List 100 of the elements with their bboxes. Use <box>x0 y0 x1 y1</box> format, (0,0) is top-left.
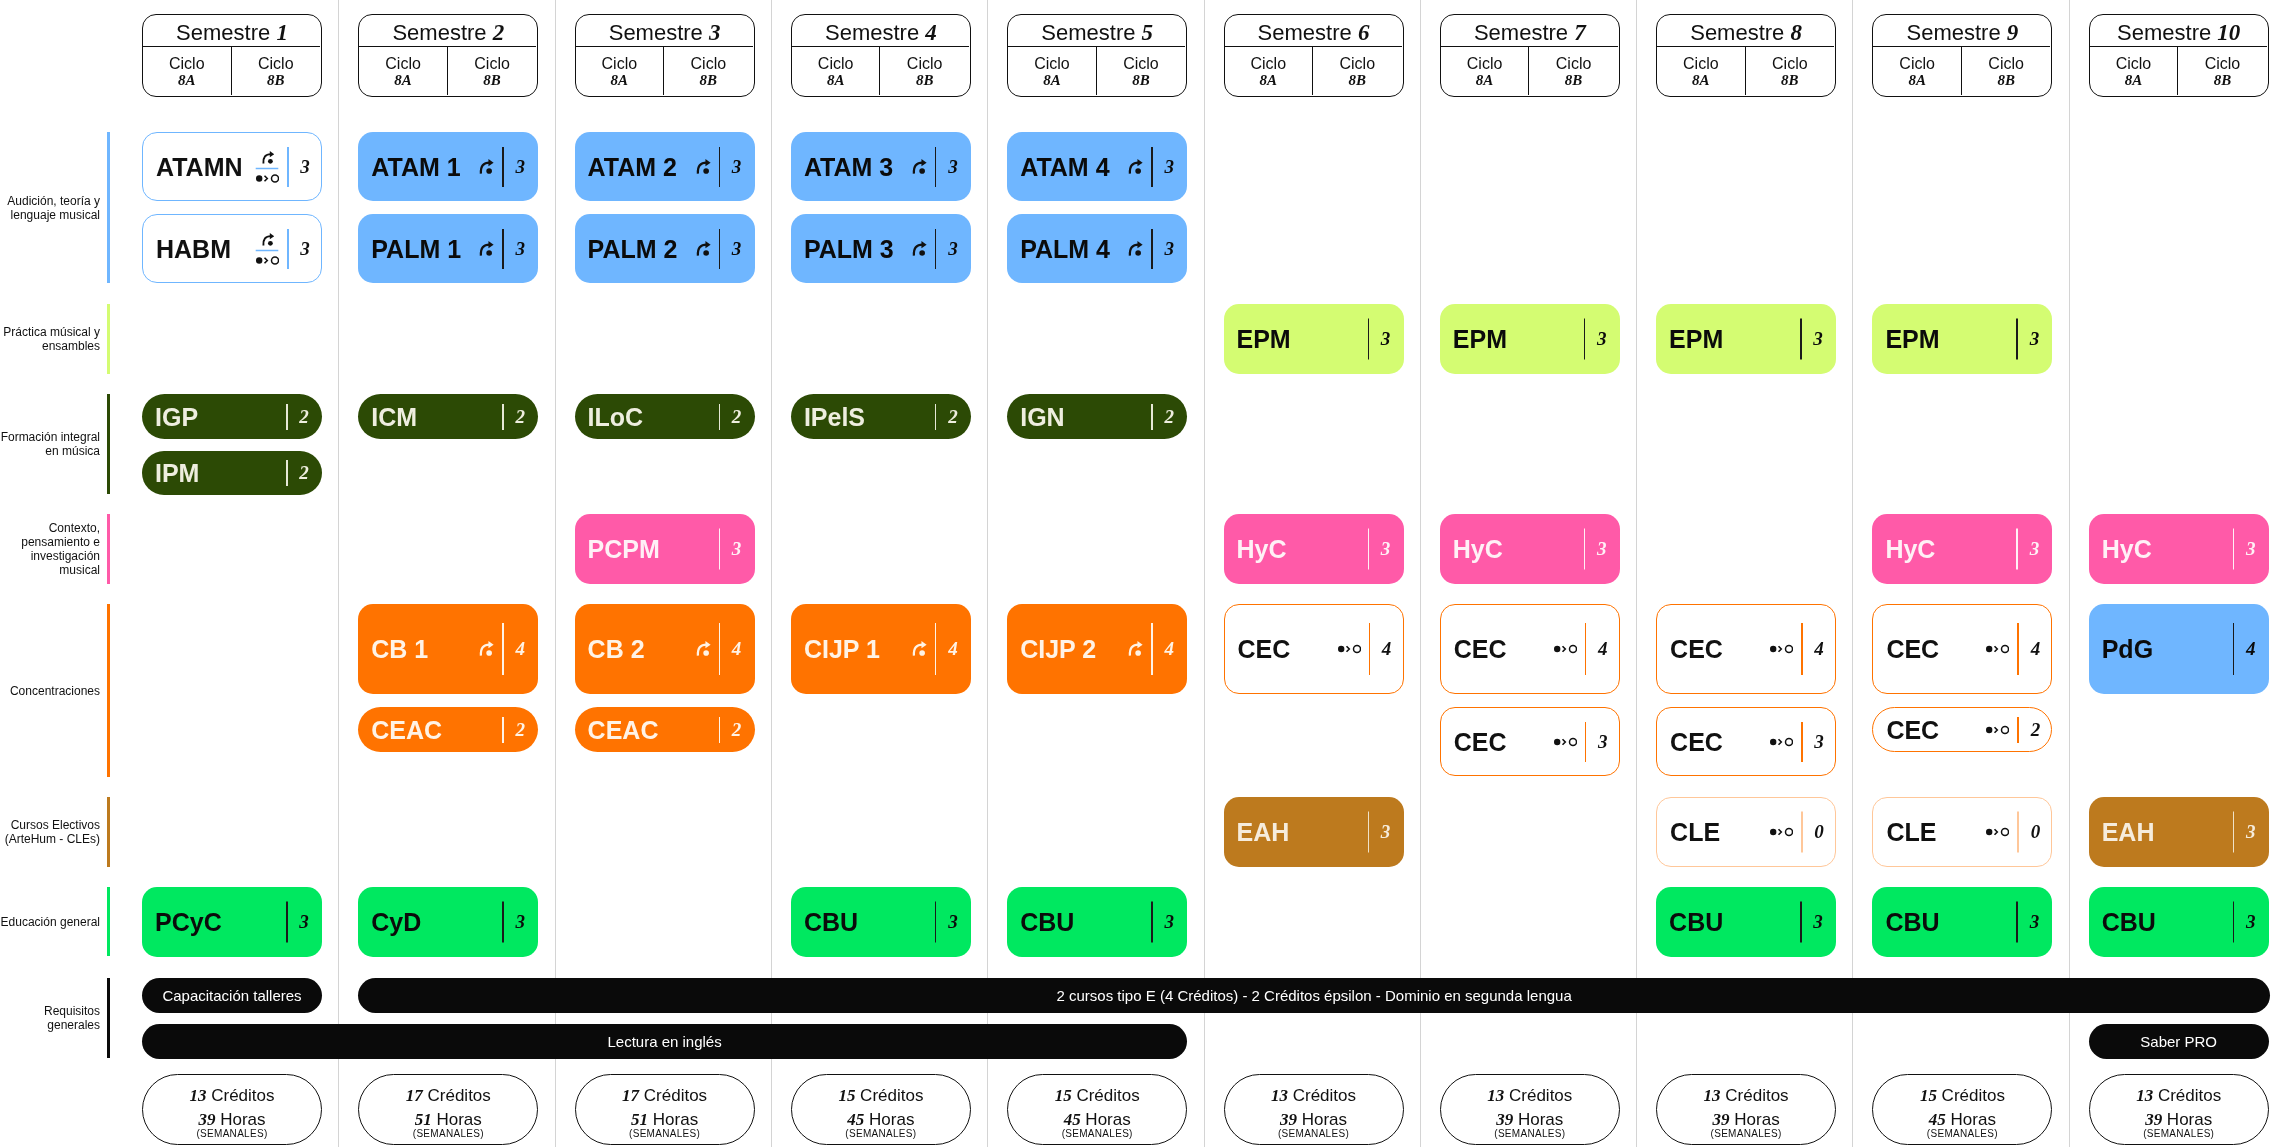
hours-text: 45 Horas <box>1928 1109 1996 1129</box>
semester-title: Semestre 10 <box>2117 21 2241 45</box>
course-card <box>574 604 755 694</box>
cycle-cell: Ciclo 8B <box>1961 46 2051 95</box>
cycle-cell: Ciclo 8B <box>1529 46 1618 95</box>
credits-text: 13 Créditos <box>1271 1085 1356 1105</box>
course-code: PCPM <box>587 535 660 563</box>
course-card <box>1007 887 1188 957</box>
semester-header <box>574 14 755 97</box>
course-card <box>142 214 322 283</box>
course-card <box>2088 514 2269 584</box>
course-code: ILoC <box>587 402 644 431</box>
credit-number: 4 <box>515 639 526 659</box>
course-code: ATAM 1 <box>371 152 461 181</box>
cycle-cell: Ciclo 8B <box>231 46 320 95</box>
cycle-cell: Ciclo 8A <box>359 46 448 95</box>
course-code: CB 2 <box>587 635 645 663</box>
credit-number: 3 <box>731 238 742 259</box>
course-card <box>1872 887 2053 957</box>
course-code: CBU <box>1020 908 1075 936</box>
course-code: EPM <box>1669 325 1724 353</box>
credit-number: 3 <box>1597 539 1607 559</box>
category-label: Audición, teoría y lenguaje musical <box>6 193 100 222</box>
course-code: CEC <box>1886 635 1940 663</box>
weekly-note: (SEMANALES) <box>1710 1127 1782 1139</box>
cycle-cell: Ciclo 8B <box>447 46 537 95</box>
credit-number: 3 <box>300 156 310 177</box>
cycle-cell: Ciclo 8A <box>1224 46 1313 95</box>
course-code: CEC <box>1886 715 1940 744</box>
credit-number: 0 <box>2030 822 2041 842</box>
course-card <box>1223 604 1404 694</box>
course-code: CLE <box>1886 818 1937 846</box>
credit-number: 3 <box>1164 912 1174 932</box>
course-card <box>1439 604 1620 694</box>
course-card <box>790 604 971 694</box>
course-code: EAH <box>1236 818 1290 846</box>
cycle-cell: Ciclo 8A <box>2089 46 2179 95</box>
credit-number: 4 <box>1814 639 1824 659</box>
course-card <box>1872 604 2053 694</box>
credits-text: 13 Créditos <box>1703 1085 1789 1105</box>
requirement-bar: Capacitación talleres <box>142 978 322 1013</box>
hours-text: 39 Horas <box>1496 1109 1564 1129</box>
course-card <box>2088 797 2269 867</box>
credit-number: 3 <box>948 238 958 259</box>
course-code: ICM <box>371 402 418 431</box>
course-code: CEC <box>1670 727 1723 756</box>
credit-number: 3 <box>731 539 742 559</box>
course-code: ATAM 4 <box>1020 152 1110 181</box>
semester-header <box>1872 14 2053 97</box>
credit-number: 4 <box>948 639 958 659</box>
hours-text: 39 Horas <box>2145 1109 2213 1129</box>
cycle-cell: Ciclo 8B <box>2178 46 2267 95</box>
hours-text: 45 Horas <box>847 1109 915 1129</box>
course-code: IGN <box>1020 402 1065 431</box>
credits-text: 13 Créditos <box>1487 1085 1573 1105</box>
course-card <box>358 707 539 752</box>
weekly-note: (SEMANALES) <box>412 1127 484 1139</box>
course-code: EPM <box>1885 325 1940 353</box>
course-code: PALM 4 <box>1020 234 1110 263</box>
credits-text: 15 Créditos <box>1054 1085 1140 1105</box>
course-code: CBU <box>1885 908 1940 936</box>
semester-header <box>358 14 539 97</box>
semester-title: Semestre 5 <box>1041 21 1154 45</box>
course-card <box>1007 394 1188 439</box>
course-code: PALM 2 <box>587 234 678 263</box>
course-code: EAH <box>2101 818 2155 846</box>
course-card <box>790 214 971 283</box>
credit-number: 2 <box>1164 406 1174 427</box>
credit-number: 3 <box>299 912 309 932</box>
weekly-note: (SEMANALES) <box>845 1127 917 1139</box>
credit-number: 4 <box>1598 639 1608 659</box>
credit-number: 4 <box>731 639 742 659</box>
course-card <box>358 214 539 283</box>
credit-number: 2 <box>948 406 958 427</box>
weekly-note: (SEMANALES) <box>1277 1127 1350 1139</box>
weekly-note: (SEMANALES) <box>1061 1127 1133 1139</box>
credit-number: 3 <box>515 156 526 177</box>
category-label: Concentraciones <box>9 683 100 698</box>
category-label: Educación general <box>0 914 100 929</box>
course-code: EPM <box>1236 325 1291 353</box>
semester-title: Semestre 6 <box>1257 21 1370 45</box>
course-code: CEC <box>1453 727 1507 756</box>
course-card <box>1007 604 1188 694</box>
course-code: IPelS <box>803 402 866 431</box>
course-code: ATAM 3 <box>803 152 894 181</box>
course-code: CEAC <box>587 715 659 744</box>
semester-title: Semestre 2 <box>392 21 505 45</box>
course-card <box>1007 214 1188 283</box>
course-card <box>142 394 322 439</box>
course-card <box>1439 514 1620 584</box>
course-card <box>1223 797 1404 867</box>
credit-number: 3 <box>2245 912 2256 932</box>
credits-text: 13 Créditos <box>189 1085 275 1105</box>
credits-text: 15 Créditos <box>1919 1085 2005 1105</box>
course-card <box>1223 304 1404 374</box>
course-card <box>1872 304 2053 374</box>
course-code: CBU <box>2101 908 2156 936</box>
cycle-cell: Ciclo 8B <box>880 46 969 95</box>
credit-number: 3 <box>515 912 526 932</box>
semester-title: Semestre 8 <box>1690 21 1802 45</box>
